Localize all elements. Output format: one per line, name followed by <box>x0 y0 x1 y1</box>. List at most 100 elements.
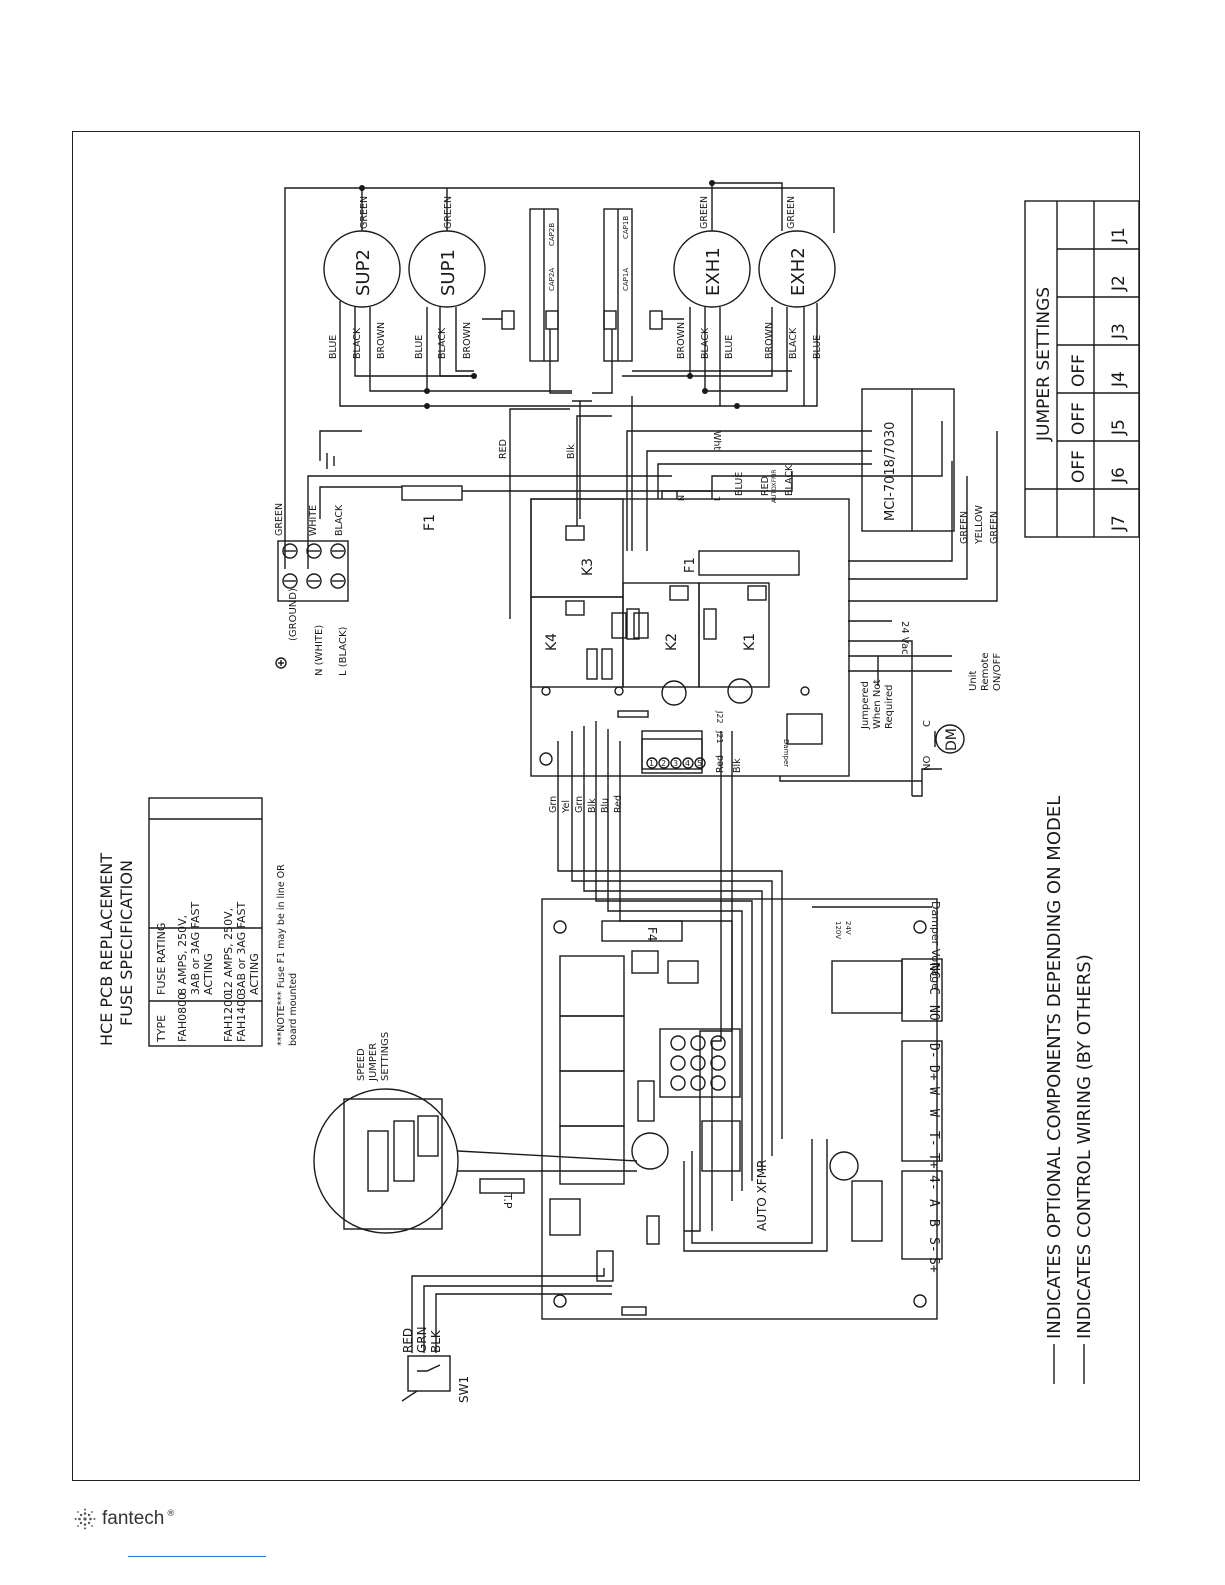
fuse-note-1: ***NOTE*** Fuse F1 may be in line OR <box>276 864 287 1046</box>
jumper-j6-value: OFF <box>1069 450 1089 483</box>
motor-exh2 <box>758 230 836 308</box>
fuse-col-rating: FUSE RATING <box>155 923 168 995</box>
jumper-j2: J2 <box>1109 275 1129 292</box>
drawing-frame <box>72 131 1140 1481</box>
wire-brown-exh2: BROWN <box>764 322 775 359</box>
jumper-j3: J3 <box>1109 323 1129 340</box>
wire-white-term: WHITE <box>308 505 319 536</box>
wire-black-board: BLACK <box>784 464 795 496</box>
wire-blk: Blk <box>566 444 577 459</box>
relay-k2: K2 <box>664 633 680 651</box>
ground-icon <box>275 657 287 669</box>
wire-black-term: BLACK <box>334 504 345 536</box>
wire-grn-sw: GRN <box>415 1326 429 1353</box>
jumper-title: JUMPER SETTINGS <box>1034 287 1054 442</box>
brand-name: fantech <box>102 1508 165 1529</box>
pcb-dminus: D- <box>926 1043 941 1059</box>
jumper-j5: J5 <box>1109 419 1129 436</box>
wire-green-exh2: GREEN <box>786 196 797 229</box>
wire-red-j: Red <box>715 755 726 773</box>
fantech-logo-icon <box>74 1508 96 1530</box>
wire-blu-ctrl: Blu <box>600 798 611 813</box>
pcb-tplus: T+ <box>926 1153 941 1169</box>
pcb-no: NO <box>926 1005 941 1021</box>
jumper-j4: J4 <box>1109 371 1129 388</box>
pcb-4minus: 4- <box>926 1175 941 1191</box>
wire-wht: Wht <box>711 431 722 450</box>
main-pcb-parts <box>479 920 943 1316</box>
speed-label-3: SETTINGS <box>380 1032 391 1081</box>
fuse-row2-rating-1: 12 AMPS, 250V, <box>222 908 235 995</box>
wire-yellow-xfmr: YELLOW <box>974 504 985 545</box>
fuse-spec-text: HCE PCB REPLACEMENT FUSE SPECIFICATION T… <box>97 853 299 1046</box>
wire-green-exh1: GREEN <box>699 196 710 229</box>
pcb-120v: 120V <box>834 921 842 939</box>
fuse-row2-type-1: FAH1200 <box>222 993 235 1042</box>
speed-label-2: JUMPER <box>368 1043 379 1082</box>
terminal-5: 5 <box>697 759 702 768</box>
pcb-w1: W <box>926 1087 941 1095</box>
wire-blk-j: Blk <box>732 758 743 773</box>
jumper-j5-value: OFF <box>1069 402 1089 435</box>
terminal-neutral-label: N (WHITE) <box>314 625 325 676</box>
jumper-settings-text: JUMPER SETTINGS J7 J6 J5 J4 J3 J2 J1 OFF… <box>1034 227 1129 532</box>
wire-green-xfmr-1: GREEN <box>959 511 970 544</box>
pcb-splus: S+ <box>926 1257 941 1273</box>
fuse-spec-title-2: FUSE SPECIFICATION <box>117 860 136 1026</box>
cap2b-label: CAP2B <box>548 223 556 246</box>
wire-grn-ctrl-2: Grn <box>574 796 585 813</box>
terminal-2: 2 <box>661 759 666 768</box>
jumpered-label-3: Required <box>884 684 895 729</box>
wire-red-sw: RED <box>401 1328 415 1353</box>
pcb-c: C <box>926 987 941 995</box>
board-terminal-strip <box>641 730 706 774</box>
wire-red-board: RED <box>760 476 771 496</box>
transformer-label: MCI-7018/7030 <box>883 422 898 521</box>
terminal-3: 3 <box>673 759 678 768</box>
pcb-tminus: T- <box>926 1131 941 1147</box>
vac-label: 24 Vac <box>899 621 910 655</box>
speed-jumper-detail <box>313 1088 638 1234</box>
pcb-b: B <box>926 1219 941 1227</box>
jumper-j7: J7 <box>1109 515 1129 532</box>
jumpered-label-2: When Not <box>872 680 883 729</box>
terminal-1: 1 <box>649 759 654 768</box>
fuse-row2-type-2: FAH1400 <box>235 993 248 1042</box>
damper-motor-label: DM <box>944 728 960 751</box>
cap1a-label: CAP1A <box>622 268 630 291</box>
fuse-row2-rating-3: ACTING <box>248 953 261 995</box>
wire-green-xfmr-2: GREEN <box>989 511 1000 544</box>
capacitors <box>482 208 684 519</box>
jumper-settings-table <box>1024 200 1140 538</box>
damper-motor <box>935 724 965 754</box>
wire-green-sup2: GREEN <box>359 196 370 229</box>
fuse-note-2: board mounted <box>288 973 299 1046</box>
wire-black-exh2: BLACK <box>788 327 799 359</box>
motor-leads <box>284 182 835 569</box>
wire-blk-sw: BLK <box>429 1329 443 1353</box>
motor-labels: SUP2 SUP1 EXH1 EXH2 CAP2B CAP2A CAP1B CA… <box>353 216 809 296</box>
board-wiring <box>509 396 998 797</box>
fuse-row1-type: FAH0800 <box>176 993 189 1042</box>
relay-k3: K3 <box>580 558 596 576</box>
wire-blue-exh2: BLUE <box>812 335 823 359</box>
wire-blk-ctrl: Blk <box>587 798 598 813</box>
jumpered-label-1: Jumpered <box>860 681 871 730</box>
fuse-row1-rating: 8 AMPS, 250V, <box>176 915 189 995</box>
motor-exh2-label: EXH2 <box>788 247 809 296</box>
sw1-label: SW1 <box>457 1376 471 1403</box>
jumper-j1: J1 <box>1109 227 1129 244</box>
main-pcb <box>541 898 938 1320</box>
control-wires <box>557 721 932 1252</box>
terminal-ground-label: (GROUND) <box>288 588 299 641</box>
cap2a-label: CAP2A <box>548 268 556 291</box>
control-board-labels: F1 F1 K3 K4 K2 K1 MCI-7018/7030 24 Vac U… <box>422 422 1003 771</box>
pcb-sminus: S- <box>926 1237 941 1253</box>
pcb-auto-xfmr: AUTO XFMR <box>755 1160 769 1231</box>
wire-brown-sup1: BROWN <box>462 322 473 359</box>
fuse-row1-rating-3: ACTING <box>202 953 215 995</box>
line-fuse-f1 <box>401 485 463 501</box>
terminal-line-label: L (BLACK) <box>338 626 349 676</box>
fuse-col-type: TYPE <box>155 1015 168 1043</box>
speed-label-1: SPEED <box>356 1048 367 1081</box>
